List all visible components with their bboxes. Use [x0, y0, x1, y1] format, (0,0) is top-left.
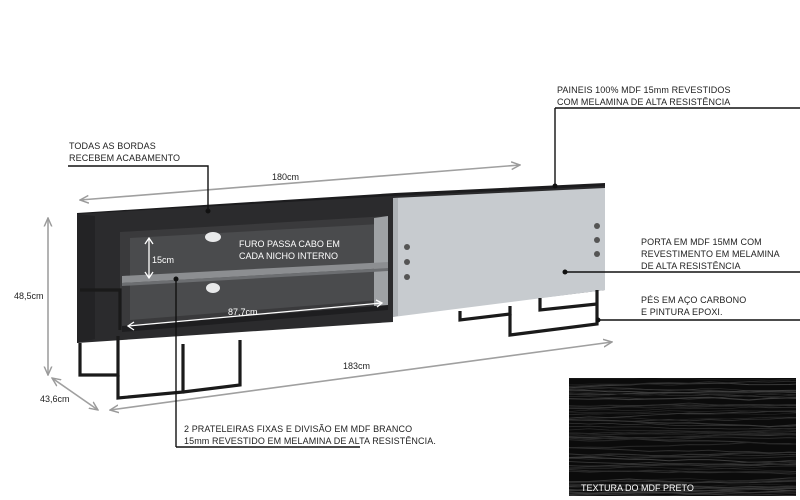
- wood-grain-line: [569, 417, 796, 422]
- door-panel: [393, 188, 605, 317]
- wood-grain-line: [569, 433, 796, 439]
- edges-line-1: TODAS AS BORDAS: [69, 141, 156, 151]
- leader-dot-edges: [205, 208, 211, 214]
- feet-line-1: PÉS EM AÇO CARBONO: [641, 295, 747, 305]
- bottom-shelf: [122, 305, 388, 332]
- wood-grain-line: [569, 416, 796, 421]
- middle-shelf: [122, 262, 388, 283]
- door-edge: [393, 198, 398, 317]
- wood-grain-line: [569, 463, 796, 467]
- shelves-line-2: 15mm REVESTIDO EM MELAMINA DE ALTA RESIS…: [184, 436, 436, 446]
- wood-grain-line: [569, 393, 796, 398]
- wood-grain-line: [569, 483, 796, 490]
- wood-grain-line: [569, 432, 796, 442]
- edges-line-2: RECEBEM ACABAMENTO: [69, 153, 181, 163]
- dim-height: 48,5cm: [14, 291, 44, 301]
- wood-grain-line: [569, 478, 796, 484]
- panels-annotation: PAINEIS 100% MDF 15mm REVESTIDOS COM MEL…: [557, 84, 731, 108]
- wood-grain-line: [569, 412, 796, 416]
- cable-line-1: FURO PASSA CABO EM: [239, 239, 340, 249]
- door-annotation: PORTA EM MDF 15MM COM REVESTIMENTO EM ME…: [641, 236, 780, 272]
- wood-grain-line: [569, 380, 796, 387]
- wood-grain-line: [569, 405, 796, 409]
- leader-dot-feet: [595, 317, 601, 323]
- shelves-annotation: 2 PRATELEIRAS FIXAS E DIVISÃO EM MDF BRA…: [184, 423, 436, 447]
- door-grip-hole: [594, 237, 600, 243]
- wood-grain-line: [569, 436, 796, 441]
- niche-right-wall: [374, 216, 388, 308]
- door-grip-hole: [404, 274, 410, 280]
- texture-caption: TEXTURA DO MDF PRETO: [581, 483, 694, 493]
- wood-grain-line: [569, 402, 796, 407]
- door-grip-hole: [594, 251, 600, 257]
- leader-lines: [68, 107, 800, 448]
- cable-hole-lower: [206, 283, 220, 293]
- wood-grain-line: [569, 460, 796, 469]
- wood-grain-line: [569, 387, 796, 394]
- mdf-texture-sample: [569, 378, 796, 496]
- wood-grain-line: [569, 488, 796, 492]
- wood-grain-line: [569, 453, 796, 458]
- wood-grain-line: [569, 410, 796, 414]
- dim-width-top: 180cm: [272, 172, 300, 182]
- wood-grain-line: [569, 480, 796, 487]
- wood-grain-line: [569, 388, 796, 393]
- dim-line-niche-width: [127, 302, 383, 327]
- cable-annotation: FURO PASSA CABO EM CADA NICHO INTERNO: [239, 238, 340, 262]
- wood-grain-line: [569, 396, 796, 401]
- wood-grain-line: [569, 490, 796, 495]
- door-grip-hole: [404, 259, 410, 265]
- door-line-3: DE ALTA RESISTÊNCIA: [641, 261, 741, 271]
- panels-line-2: COM MELAMINA DE ALTA RESISTÊNCIA: [557, 97, 731, 107]
- wood-grain-line: [569, 447, 796, 454]
- dim-width-bottom: 183cm: [343, 361, 371, 371]
- wood-grain-line: [569, 378, 796, 381]
- wood-grain-line: [569, 382, 796, 389]
- shelves-line-1: 2 PRATELEIRAS FIXAS E DIVISÃO EM MDF BRA…: [184, 424, 413, 434]
- dim-line-depth: [52, 378, 98, 410]
- feet-line-2: E PINTURA EPOXI.: [641, 307, 723, 317]
- wood-grain-line: [569, 484, 796, 491]
- wood-grain-line: [569, 431, 796, 436]
- wood-grain-line: [569, 393, 796, 400]
- dim-line-width-top: [80, 165, 520, 200]
- wood-grain-line: [569, 456, 796, 463]
- door-line-2: REVESTIMENTO EM MELAMINA: [641, 249, 780, 259]
- wood-grain-line: [569, 406, 796, 412]
- cable-hole-upper: [205, 232, 221, 242]
- door-line-1: PORTA EM MDF 15MM COM: [641, 237, 762, 247]
- wood-grain-pattern: [569, 378, 796, 496]
- wood-grain-line: [569, 392, 796, 396]
- edges-annotation: TODAS AS BORDAS RECEBEM ACABAMENTO: [69, 140, 180, 164]
- leader-dot-shelves: [173, 276, 179, 282]
- dim-shelf-gap: 15cm: [152, 255, 175, 265]
- cable-line-2: CADA NICHO INTERNO: [239, 251, 339, 261]
- wood-grain-line: [569, 389, 796, 394]
- wood-grain-line: [569, 468, 796, 475]
- wood-grain-line: [569, 451, 796, 457]
- dim-line-width-bottom: [110, 342, 612, 410]
- wood-grain-line: [569, 466, 796, 472]
- cabinet-side-panel: [77, 214, 95, 343]
- door-grip-hole: [404, 244, 410, 250]
- feet-annotation: PÉS EM AÇO CARBONO E PINTURA EPOXI.: [641, 294, 746, 318]
- wood-grain-line: [569, 428, 796, 434]
- door-grip-hole: [594, 223, 600, 229]
- leader-dot-door: [562, 269, 568, 275]
- dim-niche-width: 87,7cm: [228, 307, 258, 317]
- middle-shelf-front: [122, 268, 388, 286]
- wood-grain-line: [569, 425, 796, 430]
- wood-grain-line: [569, 430, 796, 435]
- wood-grain-line: [569, 379, 796, 386]
- dim-depth: 43,6cm: [40, 394, 70, 404]
- steel-feet: [78, 288, 599, 400]
- wood-grain-line: [569, 404, 796, 410]
- wood-grain-line: [569, 441, 796, 449]
- panels-line-1: PAINEIS 100% MDF 15mm REVESTIDOS: [557, 85, 731, 95]
- leader-dot-panels: [552, 183, 558, 189]
- wood-grain-line: [569, 422, 796, 427]
